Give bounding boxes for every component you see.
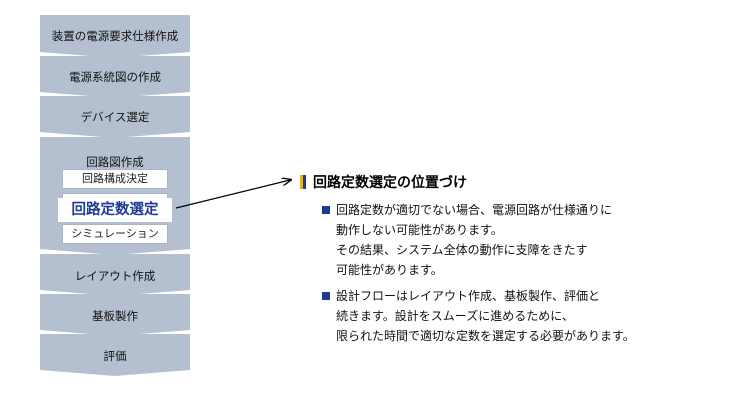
flow-step-shape-3 <box>40 96 190 138</box>
bullet-item-2: 設計フローはレイアウト作成、基板製作、評価と 続きます。設計をスムーズに進めるた… <box>300 286 740 346</box>
flow-step-shape-5 <box>40 254 190 296</box>
bullet-item-1: 回路定数が適切でない場合、電源回路が仕様通りに 動作しない可能性があります。 そ… <box>300 200 740 280</box>
pointer-arrow <box>175 180 290 209</box>
square-bullet-icon <box>322 206 330 214</box>
flow-step-7: 評価 <box>103 349 127 363</box>
substep-simulation: シミュレーション <box>62 224 168 244</box>
bullet-1-line-4: 可能性があります。 <box>336 263 443 277</box>
panel-title: 回路定数選定の位置づけ <box>300 172 740 192</box>
flow-step-1: 装置の電源要求仕様作成 <box>51 29 179 43</box>
bullet-2-line-1: 設計フローはレイアウト作成、基板製作、評価と <box>336 289 601 303</box>
bullet-2-line-2: 続きます。設計をスムーズに進めるために、 <box>336 309 574 323</box>
explanation-panel: 回路定数選定の位置づけ 回路定数が適切でない場合、電源回路が仕様通りに 動作しな… <box>300 172 740 346</box>
flow-step-3: デバイス選定 <box>80 110 150 124</box>
flow-step-4: 回路図作成 <box>86 155 144 169</box>
substep-circuit-config: 回路構成決定 <box>62 169 168 189</box>
square-bullet-icon <box>322 292 330 300</box>
panel-title-text: 回路定数選定の位置づけ <box>313 175 467 191</box>
flow-step-shape-1 <box>40 15 190 58</box>
bullet-2-line-3: 限られた時間で適切な定数を選定する必要があります。 <box>336 329 635 343</box>
flow-step-2: 電源系統図の作成 <box>69 70 161 84</box>
bullet-1-line-2: 動作しない可能性があります。 <box>336 223 503 237</box>
title-marker-icon <box>300 175 306 189</box>
bullet-1-line-1: 回路定数が適切でない場合、電源回路が仕様通りに <box>336 203 613 217</box>
flow-step-shape-6 <box>40 294 190 336</box>
flow-step-6: 基板製作 <box>92 309 138 323</box>
flow-step-shape-2 <box>40 56 190 98</box>
flow-step-shape-7 <box>40 334 190 376</box>
substep-constant-selection: 回路定数選定 <box>58 198 172 222</box>
flow-step-5: レイアウト作成 <box>74 269 156 283</box>
bullet-1-line-3: その結果、システム全体の動作に支障をきたす <box>336 243 588 257</box>
